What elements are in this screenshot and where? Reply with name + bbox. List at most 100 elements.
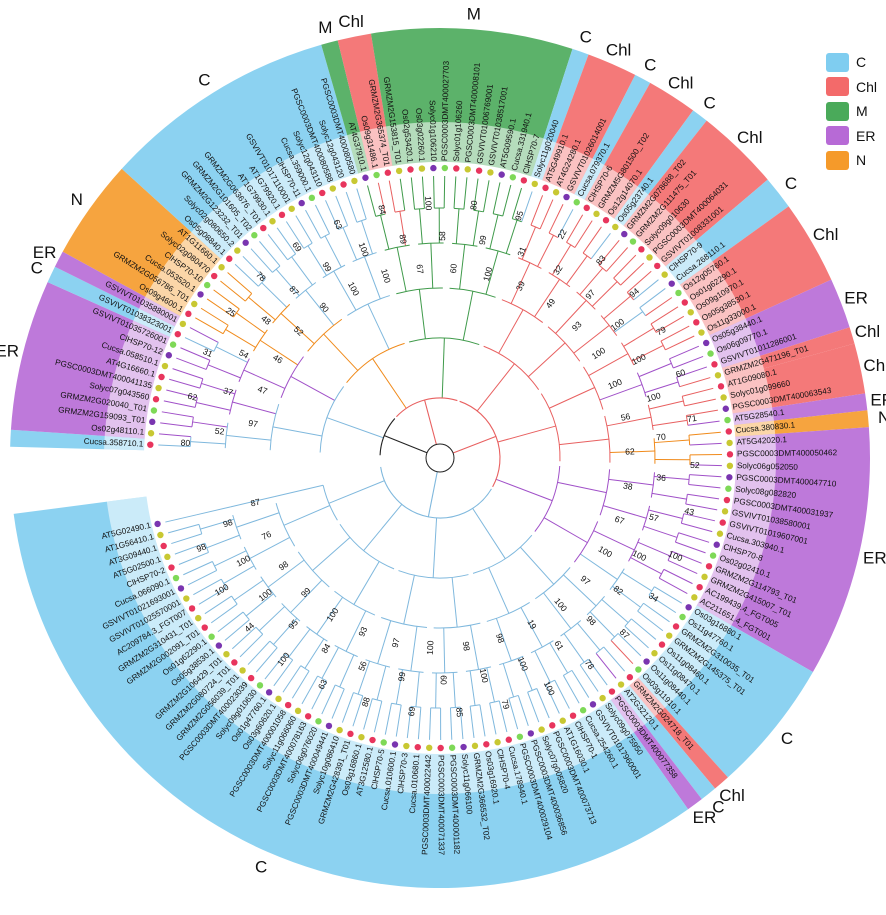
sector-fade	[104, 435, 155, 451]
leaf-label: Solyc06g052050	[737, 461, 799, 472]
terminal-branch	[639, 288, 666, 309]
tip-dot	[369, 736, 376, 744]
tip-dot	[158, 373, 165, 381]
terminal-branch	[295, 215, 313, 244]
bootstrap-value: 80	[180, 438, 190, 449]
sector-label: ER	[844, 288, 868, 307]
terminal-branch	[314, 204, 330, 234]
legend-item-er: ER	[826, 124, 886, 149]
terminal-branch	[395, 704, 402, 737]
internal-branch	[305, 289, 335, 326]
terminal-branch	[231, 626, 257, 650]
sector-label: ER	[863, 548, 886, 567]
internal-branch	[430, 243, 434, 289]
sector-fade	[569, 158, 605, 209]
terminal-branch	[665, 335, 695, 351]
tip-dot	[635, 666, 642, 673]
internal-branch	[395, 669, 403, 705]
bootstrap-value: 100	[606, 376, 623, 391]
internal-arc	[269, 640, 278, 649]
tip-dot	[195, 614, 202, 622]
tip-dot	[579, 707, 587, 714]
bootstrap-value: 71	[686, 413, 697, 424]
terminal-branch	[163, 400, 196, 408]
bootstrap-value: 100	[213, 582, 231, 598]
leaf-label: AT5G42020.1	[736, 435, 787, 447]
tip-dot	[288, 205, 295, 212]
tip-dot	[373, 171, 380, 179]
internal-branch	[190, 441, 226, 445]
internal-arc	[384, 244, 410, 251]
legend-swatch-er	[826, 126, 849, 146]
internal-branch	[324, 235, 342, 268]
internal-arc	[493, 213, 503, 217]
terminal-branch	[463, 177, 468, 210]
internal-branch	[376, 665, 387, 701]
bootstrap-value: 100	[481, 266, 494, 283]
terminal-branch	[579, 664, 599, 692]
terminal-branch	[377, 182, 386, 215]
tip-dot	[621, 230, 628, 238]
bootstrap-value: 19	[525, 618, 538, 631]
terminal-branch	[603, 646, 626, 672]
terminal-branch	[689, 442, 722, 446]
terminal-branch	[276, 227, 297, 255]
internal-branch	[451, 577, 458, 628]
bootstrap-value: 99	[396, 671, 408, 682]
sector-fade	[617, 194, 697, 273]
internal-branch	[288, 628, 311, 658]
bootstrap-value: 100	[425, 640, 436, 655]
terminal-branch	[453, 176, 457, 209]
bootstrap-value: 100	[516, 655, 531, 672]
bootstrap-value: 47	[256, 384, 269, 397]
bootstrap-value: 63	[316, 678, 329, 691]
internal-branch	[488, 567, 510, 614]
terminal-branch	[417, 707, 422, 740]
tip-dot	[231, 659, 238, 666]
terminal-branch	[650, 306, 679, 325]
terminal-branch	[433, 176, 435, 209]
internal-arc	[191, 416, 194, 427]
tip-dot	[464, 166, 471, 173]
internal-branch	[290, 375, 335, 401]
sector-label: N	[878, 408, 886, 427]
tip-dot	[239, 667, 246, 674]
terminal-branch	[687, 420, 720, 426]
bootstrap-value: 100	[630, 351, 647, 366]
tip-dot	[583, 204, 590, 212]
terminal-branch	[184, 337, 215, 352]
internal-branch	[543, 517, 588, 544]
internal-branch	[415, 671, 420, 707]
root-branch	[384, 435, 428, 454]
terminal-branch	[239, 633, 264, 658]
terminal-branch	[606, 247, 629, 272]
internal-branch	[259, 339, 299, 366]
internal-branch	[520, 607, 543, 648]
internal-branch	[577, 622, 601, 651]
tip-dot	[643, 658, 650, 665]
tip-dot	[679, 613, 686, 621]
tip-dot	[726, 439, 733, 447]
sector-label: Chl	[855, 322, 881, 341]
sector-label: Chl	[813, 225, 839, 244]
internal-branch	[225, 329, 256, 348]
internal-arc	[637, 602, 644, 612]
internal-branch	[274, 484, 324, 498]
internal-branch	[307, 245, 327, 276]
leaf-label: Os03g02260.1	[414, 108, 426, 163]
sector-c	[121, 44, 359, 259]
internal-branch	[563, 574, 597, 607]
terminal-branch	[479, 704, 486, 737]
internal-arc	[238, 358, 250, 383]
terminal-branch	[250, 248, 273, 273]
terminal-branch	[489, 702, 497, 735]
internal-branch	[555, 300, 587, 334]
internal-branch	[403, 575, 415, 625]
internal-branch	[591, 281, 618, 307]
sector-fade	[133, 308, 184, 342]
internal-arc	[346, 342, 405, 384]
internal-branch	[249, 536, 290, 559]
internal-arc	[222, 324, 229, 334]
terminal-branch	[406, 706, 412, 739]
bootstrap-value: 93	[356, 625, 369, 638]
